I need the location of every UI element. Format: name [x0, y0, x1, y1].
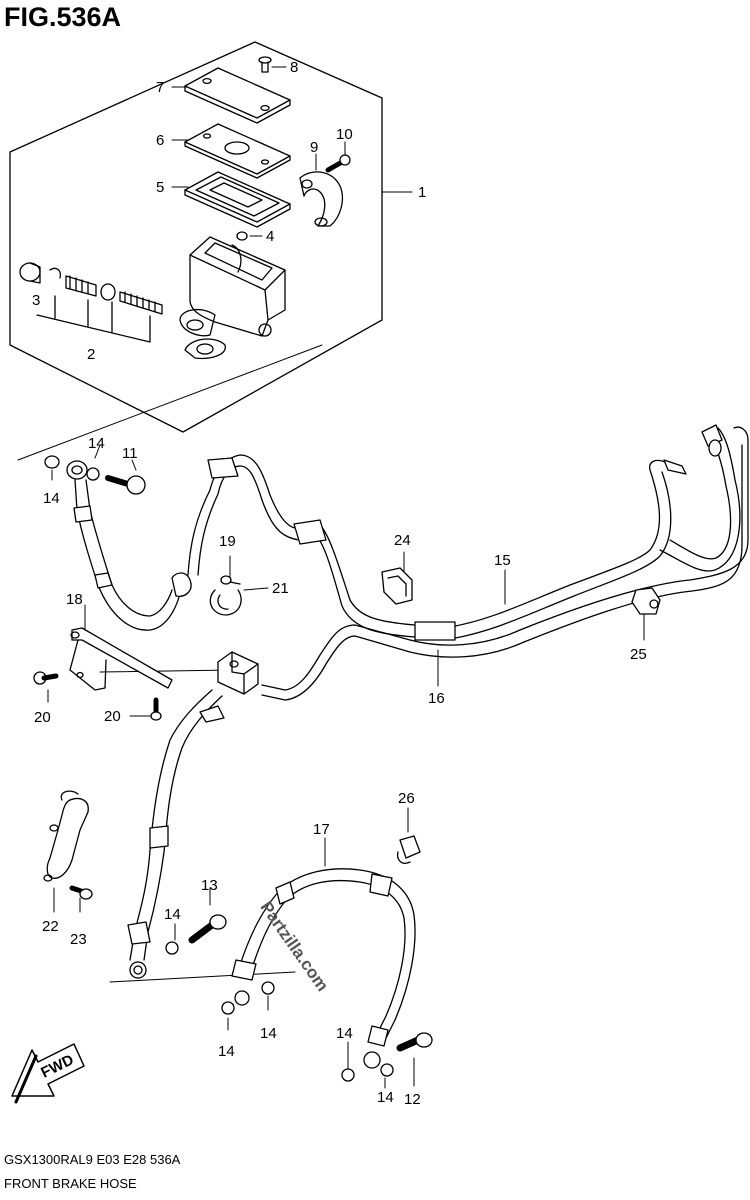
clamp-25: [631, 587, 661, 615]
diaphragm: [184, 171, 291, 228]
leader-2-3: [36, 295, 151, 343]
bolt-20: [33, 671, 59, 685]
callout-14a: 14: [88, 435, 105, 452]
callout-23: 23: [70, 931, 87, 948]
clamp-26: [396, 835, 421, 864]
callout-18: 18: [66, 591, 83, 608]
bracket-18: [69, 627, 173, 691]
banjo-bolt-13: [165, 914, 227, 955]
clip-19: [220, 575, 241, 585]
callout-25: 25: [630, 646, 647, 663]
callout-15: 15: [494, 552, 511, 569]
callout-14d: 14: [218, 1043, 235, 1060]
callout-7: 7: [156, 79, 164, 96]
callout-13: 13: [201, 877, 218, 894]
callout-2: 2: [87, 346, 95, 363]
callout-21: 21: [272, 580, 289, 597]
brake-pipe-15: [187, 424, 741, 641]
three-way-joint: [217, 651, 259, 695]
callout-14g: 14: [377, 1089, 394, 1106]
callout-26: 26: [398, 790, 415, 807]
callout-1: 1: [418, 184, 426, 201]
reservoir-cap: [184, 67, 291, 124]
callout-5: 5: [156, 179, 164, 196]
upper-banjo: [44, 455, 146, 495]
callout-3: 3: [32, 292, 40, 309]
callout-22: 22: [42, 918, 59, 935]
connection-line: [109, 971, 296, 983]
callout-17: 17: [313, 821, 330, 838]
model-code: GSX1300RAL9 E03 E28 536A: [4, 1152, 181, 1167]
callout-11: 11: [122, 445, 138, 462]
breather-nut: [236, 231, 248, 241]
master-cylinder-body: [179, 236, 286, 360]
callout-14c: 14: [164, 906, 181, 923]
piston-kit: [19, 262, 163, 315]
callout-6: 6: [156, 132, 164, 149]
callout-20a: 20: [34, 709, 51, 726]
connection-line: [17, 344, 323, 461]
callout-10: 10: [336, 126, 353, 143]
washers-14: [221, 981, 394, 1082]
callout-16: 16: [428, 690, 445, 707]
figure-caption: FRONT BRAKE HOSE: [4, 1176, 137, 1191]
callout-19: 19: [219, 533, 236, 550]
callout-24: 24: [394, 532, 411, 549]
reservoir-plate: [184, 123, 291, 179]
callout-14f: 14: [336, 1025, 353, 1042]
handlebar-clamp: [299, 171, 344, 227]
callout-4: 4: [266, 228, 274, 245]
callout-14e: 14: [260, 1025, 277, 1042]
holder-24: [381, 567, 413, 605]
callout-8: 8: [290, 59, 298, 76]
banjo-bolt-12: [396, 1032, 433, 1052]
assembly-outline: [9, 41, 383, 433]
clamp-bolt: [325, 154, 351, 173]
callout-12: 12: [404, 1091, 421, 1108]
figure-title: FIG.536A: [4, 2, 122, 32]
fwd-arrow-icon: FWD: [11, 1043, 85, 1104]
brake-pipe-16: [261, 426, 749, 701]
bolt-20-lower: [150, 697, 162, 721]
upper-hose: [73, 479, 192, 631]
bolt-23: [69, 885, 93, 900]
screw-icon: [258, 56, 272, 73]
brake-hose-17: [231, 868, 416, 1069]
connection-line: [99, 669, 233, 673]
callout-9: 9: [310, 139, 318, 156]
callout-20b: 20: [104, 708, 121, 725]
left-caliper-hose: [127, 689, 225, 979]
bracket-22: [43, 790, 89, 882]
callout-14b: 14: [43, 490, 60, 507]
clamp-21: [209, 589, 242, 616]
